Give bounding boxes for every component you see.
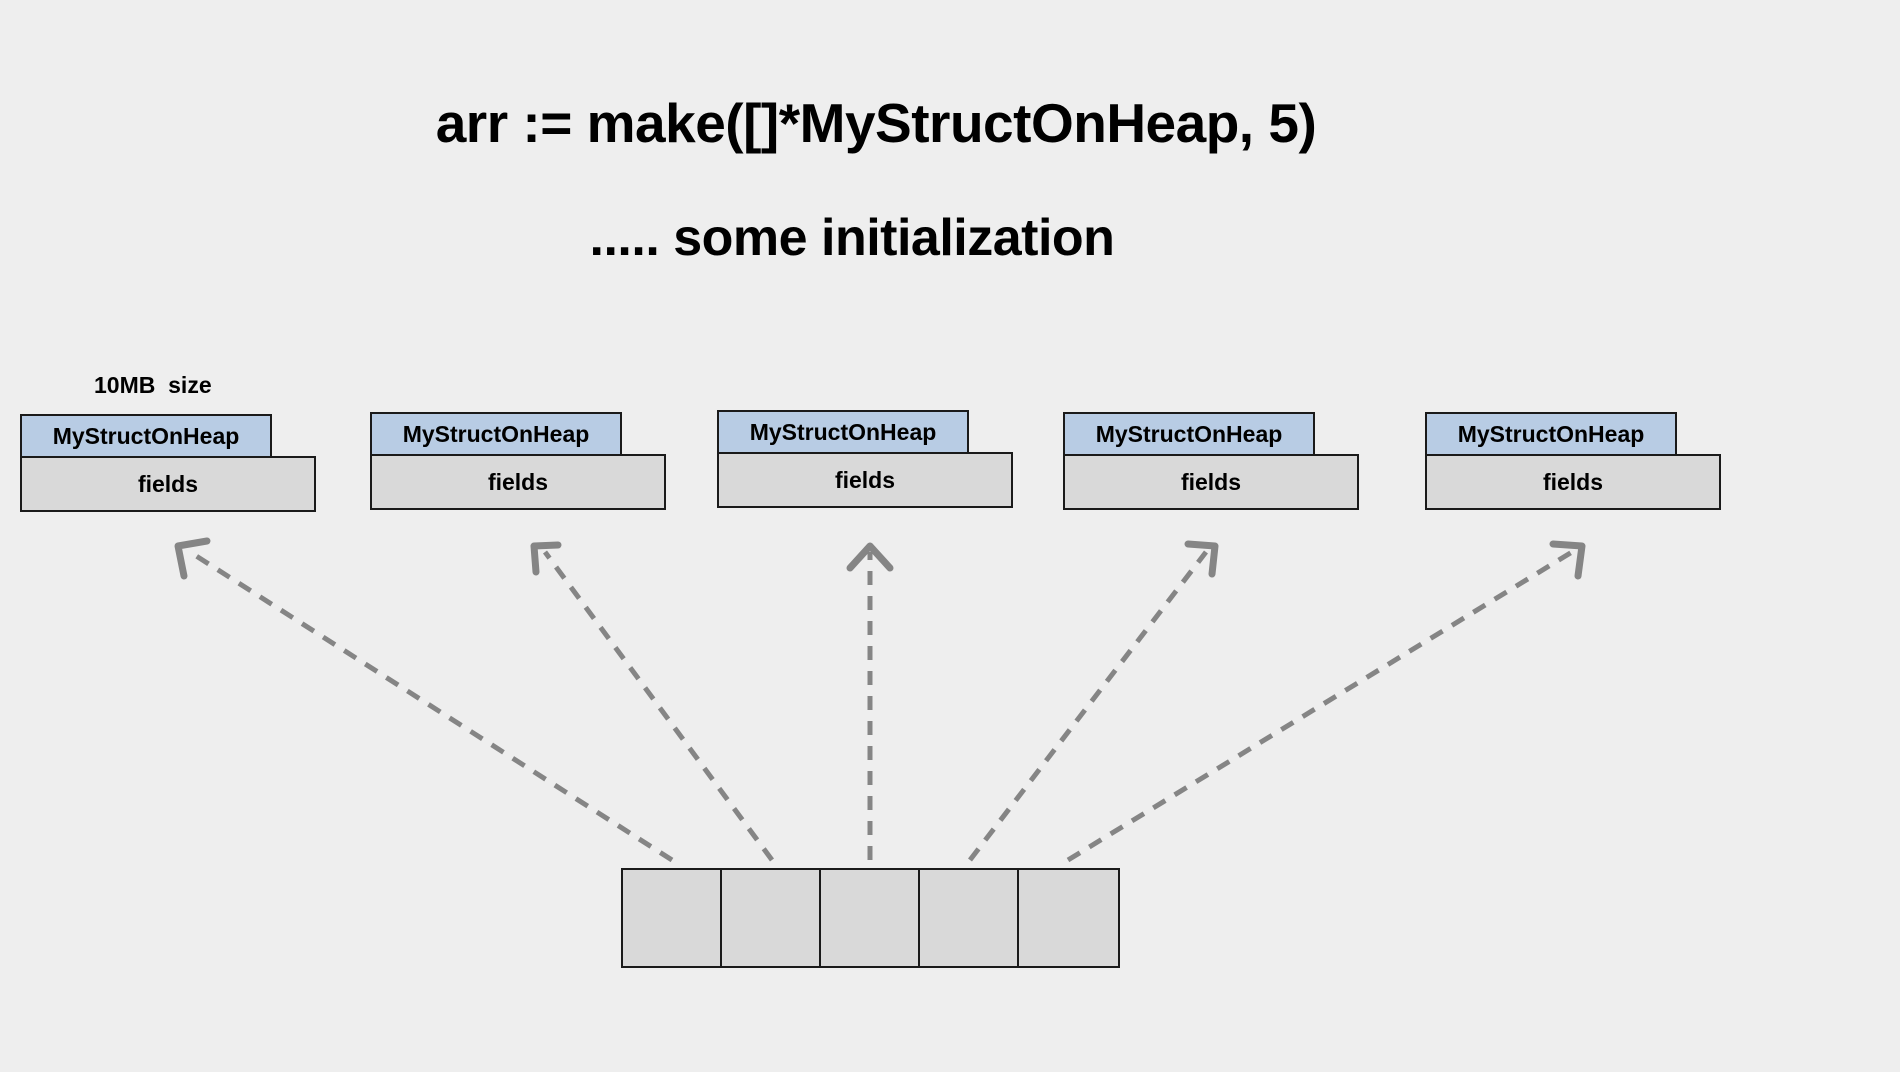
pointer-arrowhead-2 — [846, 542, 894, 572]
initialization-heading: ..... some initialization — [589, 209, 1115, 267]
pointer-arrowhead-4 — [1549, 540, 1586, 580]
struct-box-1: MyStructOnHeap fields — [20, 414, 320, 516]
pointer-array — [621, 868, 1120, 968]
pointer-arrow-line-3 — [968, 550, 1208, 862]
pointer-arrowhead-1 — [530, 541, 562, 576]
struct-header-1: MyStructOnHeap — [20, 414, 272, 458]
code-heading: arr := make([]*MyStructOnHeap, 5) — [435, 92, 1317, 154]
pointer-arrow-line-4 — [1066, 549, 1574, 863]
struct-header-5: MyStructOnHeap — [1425, 412, 1677, 456]
struct-fields-3: fields — [717, 452, 1013, 508]
size-annotation-label: 10MB size — [94, 372, 212, 398]
pointer-arrow-line-1 — [542, 550, 775, 862]
array-cell-3[interactable] — [920, 870, 1019, 966]
struct-header-3: MyStructOnHeap — [717, 410, 969, 454]
array-cell-0[interactable] — [623, 870, 722, 966]
pointer-arrow-line-0 — [188, 549, 674, 863]
struct-box-5: MyStructOnHeap fields — [1425, 412, 1725, 514]
struct-fields-2: fields — [370, 454, 666, 510]
struct-box-4: MyStructOnHeap fields — [1063, 412, 1363, 514]
pointer-arrowhead-0 — [174, 537, 211, 580]
array-cell-4[interactable] — [1019, 870, 1118, 966]
array-cell-1[interactable] — [722, 870, 821, 966]
struct-box-2: MyStructOnHeap fields — [370, 412, 670, 514]
struct-box-3: MyStructOnHeap fields — [717, 410, 1017, 512]
struct-header-4: MyStructOnHeap — [1063, 412, 1315, 456]
pointer-arrowhead-3 — [1184, 540, 1219, 578]
struct-header-2: MyStructOnHeap — [370, 412, 622, 456]
struct-fields-5: fields — [1425, 454, 1721, 510]
array-cell-2[interactable] — [821, 870, 920, 966]
struct-fields-4: fields — [1063, 454, 1359, 510]
struct-fields-1: fields — [20, 456, 316, 512]
